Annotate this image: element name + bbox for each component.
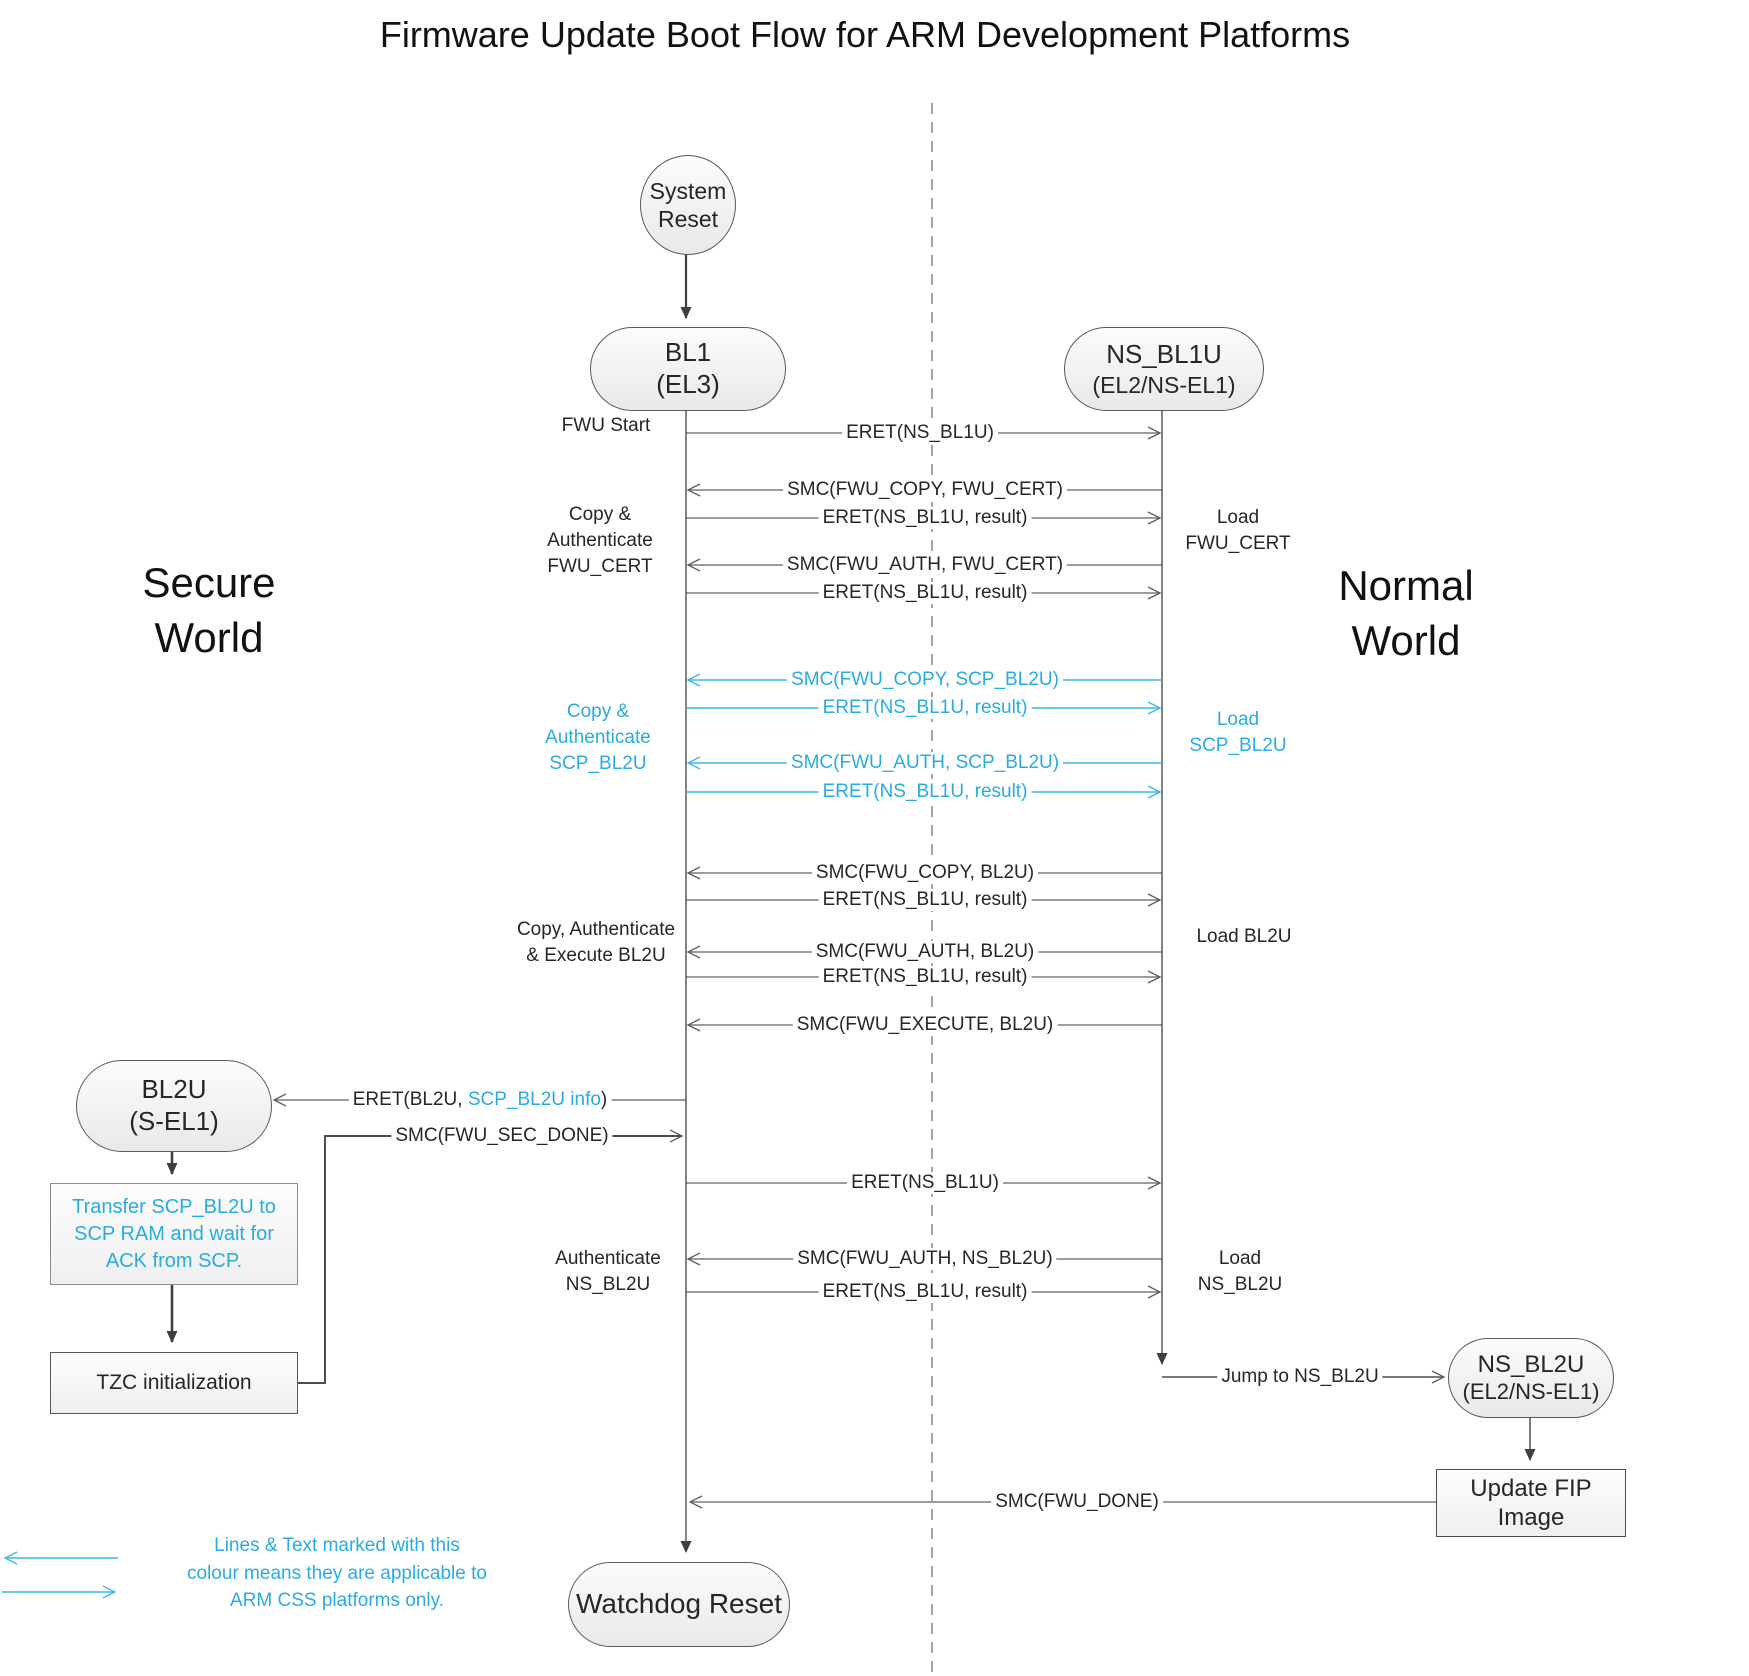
- node-bl2u: BL2U (S-EL1): [76, 1060, 272, 1152]
- node-ns-bl2u: NS_BL2U (EL2/NS-EL1): [1448, 1338, 1614, 1418]
- msg-eret-bl2u-suffix: ): [600, 1089, 608, 1110]
- label-copy-auth-fwu-cert: Copy & Authenticate FWU_CERT: [547, 504, 653, 578]
- msg-eret-result-4: ERET(NS_BL1U, result): [818, 966, 1032, 988]
- box-update-fip: Update FIP Image: [1436, 1469, 1626, 1537]
- msg-smc-fwu-auth-scp-bl2u: SMC(FWU_AUTH, SCP_BL2U): [786, 752, 1064, 774]
- box-transfer-scp-text: Transfer SCP_BL2U to SCP RAM and wait fo…: [72, 1195, 276, 1272]
- msg-eret-result-1: ERET(NS_BL1U, result): [818, 507, 1032, 529]
- box-update-fip-text: Update FIP Image: [1470, 1474, 1592, 1531]
- box-transfer-scp: Transfer SCP_BL2U to SCP RAM and wait fo…: [50, 1183, 298, 1285]
- node-bl2u-line2: (S-EL1): [129, 1106, 219, 1136]
- msg-eret-result-blue-1: ERET(NS_BL1U, result): [818, 697, 1032, 719]
- msg-jump-to-ns-bl2u: Jump to NS_BL2U: [1217, 1366, 1383, 1388]
- node-ns-bl1u: NS_BL1U (EL2/NS-EL1): [1064, 327, 1264, 411]
- msg-eret-ns-bl1u: ERET(NS_BL1U): [842, 422, 998, 444]
- label-load-scp-bl2u: Load SCP_BL2U: [1189, 709, 1287, 757]
- label-fwu-start: FWU Start: [561, 415, 651, 436]
- node-ns-bl1u-line2: (EL2/NS-EL1): [1092, 371, 1236, 398]
- node-bl2u-line1: BL2U: [141, 1074, 207, 1105]
- msg-eret-ns-bl1u-2: ERET(NS_BL1U): [847, 1172, 1003, 1194]
- msg-eret-bl2u-prefix: ERET(BL2U,: [352, 1089, 468, 1110]
- node-bl1: BL1 (EL3): [590, 327, 786, 411]
- box-tzc-init: TZC initialization: [50, 1352, 298, 1414]
- msg-smc-fwu-auth-fwu-cert: SMC(FWU_AUTH, FWU_CERT): [782, 554, 1068, 576]
- msg-smc-fwu-auth-ns-bl2u: SMC(FWU_AUTH, NS_BL2U): [793, 1248, 1057, 1270]
- msg-eret-result-3: ERET(NS_BL1U, result): [818, 889, 1032, 911]
- label-load-fwu-cert: Load FWU_CERT: [1185, 507, 1291, 555]
- msg-smc-fwu-copy-scp-bl2u: SMC(FWU_COPY, SCP_BL2U): [787, 669, 1063, 691]
- node-watchdog-reset-text: Watchdog Reset: [576, 1588, 782, 1620]
- msg-eret-result-2: ERET(NS_BL1U, result): [818, 582, 1032, 604]
- label-auth-ns-bl2u: Authenticate NS_BL2U: [555, 1248, 661, 1296]
- node-ns-bl1u-line1: NS_BL1U: [1106, 339, 1222, 370]
- msg-smc-fwu-copy-fwu-cert: SMC(FWU_COPY, FWU_CERT): [783, 479, 1067, 501]
- label-copy-auth-scp-bl2u: Copy & Authenticate SCP_BL2U: [545, 701, 651, 775]
- normal-world-label: Normal World: [1338, 562, 1474, 665]
- label-load-ns-bl2u: Load NS_BL2U: [1197, 1248, 1283, 1296]
- node-bl1-line1: BL1: [664, 337, 712, 368]
- node-ns-bl2u-line1: NS_BL2U: [1477, 1350, 1585, 1378]
- box-tzc-init-text: TZC initialization: [96, 1371, 252, 1395]
- msg-eret-bl2u-blue-part: SCP_BL2U info: [467, 1089, 601, 1110]
- msg-smc-fwu-copy-bl2u: SMC(FWU_COPY, BL2U): [811, 862, 1039, 884]
- node-bl1-line2: (EL3): [656, 369, 720, 399]
- msg-eret-bl2u-scp-info: ERET(BL2U, SCP_BL2U info): [348, 1089, 612, 1111]
- msg-smc-fwu-execute-bl2u: SMC(FWU_EXECUTE, BL2U): [792, 1014, 1058, 1036]
- node-system-reset-line1: System: [649, 177, 727, 204]
- node-system-reset-line2: Reset: [657, 206, 719, 232]
- secure-world-label: Secure World: [142, 559, 276, 662]
- msg-smc-fwu-auth-bl2u: SMC(FWU_AUTH, BL2U): [811, 941, 1039, 963]
- label-copy-auth-exec-bl2u: Copy, Authenticate & Execute BL2U: [516, 919, 676, 967]
- msg-smc-fwu-done: SMC(FWU_DONE): [991, 1491, 1163, 1513]
- node-ns-bl2u-line2: (EL2/NS-EL1): [1462, 1379, 1600, 1405]
- msg-eret-result-5: ERET(NS_BL1U, result): [818, 1281, 1032, 1303]
- node-system-reset: System Reset: [640, 155, 736, 255]
- msg-smc-fwu-sec-done: SMC(FWU_SEC_DONE): [391, 1125, 613, 1147]
- diagram-title: Firmware Update Boot Flow for ARM Develo…: [379, 14, 1351, 55]
- node-watchdog-reset: Watchdog Reset: [568, 1562, 790, 1647]
- legend-note: Lines & Text marked with this colour mea…: [187, 1535, 487, 1612]
- label-load-bl2u: Load BL2U: [1196, 926, 1292, 947]
- msg-eret-result-blue-2: ERET(NS_BL1U, result): [818, 781, 1032, 803]
